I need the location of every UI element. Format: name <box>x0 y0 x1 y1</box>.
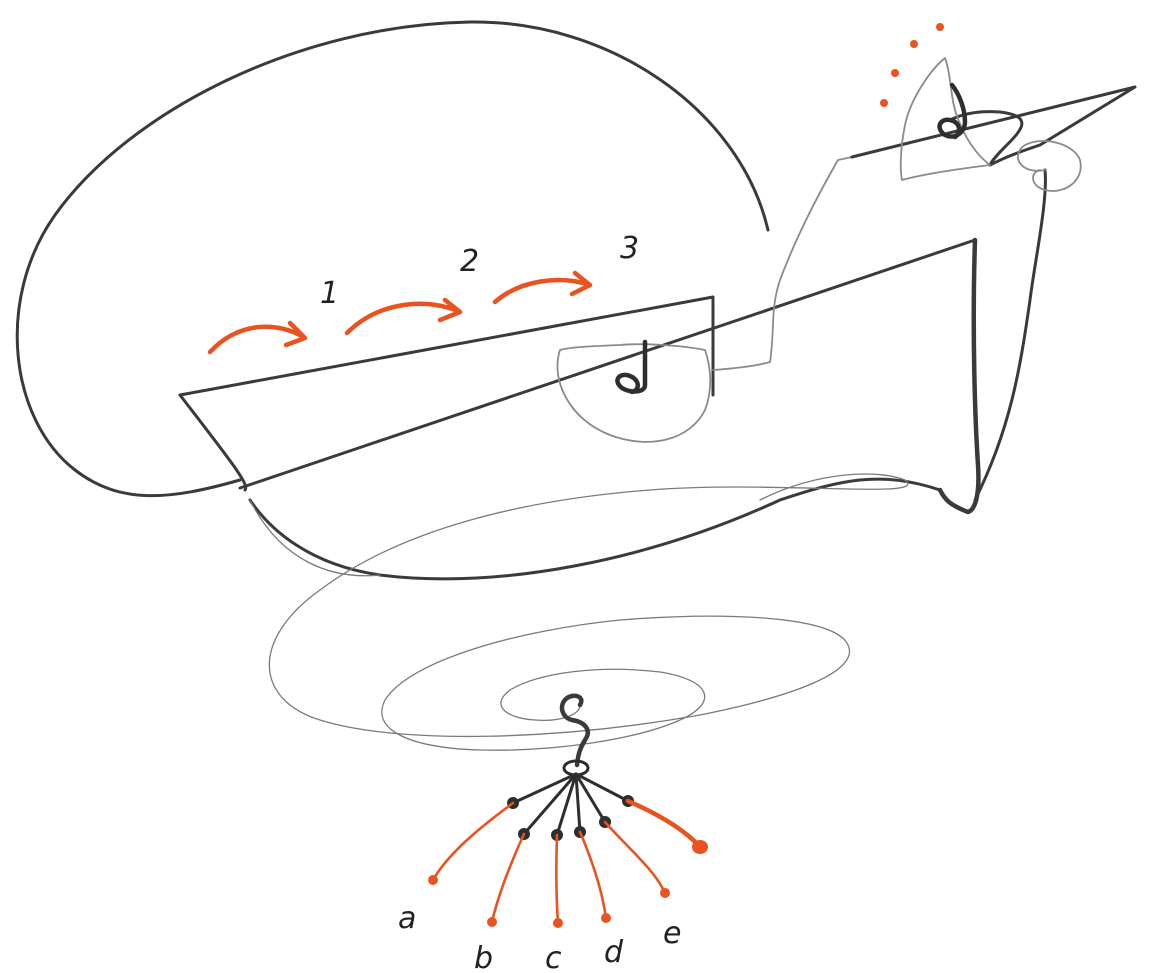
upper-arm-neck <box>973 168 1047 502</box>
upper-pivot-hook <box>937 82 968 140</box>
arm-tip-coil <box>1017 140 1082 192</box>
strand-b <box>490 832 526 924</box>
upper-arm-edge <box>850 85 1137 167</box>
wing-bottom-curve <box>248 477 942 581</box>
upper-pivot-leaf <box>899 57 991 181</box>
strand-label-e: e <box>663 916 681 951</box>
strand-f <box>625 798 703 850</box>
large-oval-loop <box>15 20 770 498</box>
step-label-1: 1 <box>320 276 339 311</box>
strand-label-d: d <box>604 935 624 970</box>
motion-arrows <box>207 270 593 355</box>
wing-diagonal-edge <box>238 238 977 490</box>
strand-label-c: c <box>545 941 562 973</box>
orange-strands <box>431 798 703 925</box>
hub-coil <box>559 693 590 768</box>
strand-e <box>603 820 667 895</box>
hub-spokes <box>511 772 630 837</box>
center-pivot-hook <box>615 339 648 395</box>
hanging-spiral <box>249 473 909 751</box>
step-label-2: 2 <box>460 244 479 279</box>
plane-lower-edge <box>178 393 248 492</box>
motion-arrow-2 <box>344 297 463 336</box>
motion-arrow-1 <box>207 320 308 355</box>
wing-right-edge <box>937 237 981 515</box>
main-flat-plane <box>178 295 715 397</box>
step-label-3: 3 <box>620 231 639 266</box>
center-pivot-plate <box>556 343 712 443</box>
strand-a <box>431 801 515 882</box>
strand-c <box>555 833 560 925</box>
strand-label-b: b <box>474 941 493 973</box>
strand-label-a: a <box>398 901 416 936</box>
neck-thin-line <box>712 156 853 371</box>
strand-d <box>578 830 608 920</box>
motion-arrow-3 <box>492 270 593 305</box>
motion-dots <box>880 23 944 107</box>
orange-strand-ends <box>428 840 708 928</box>
